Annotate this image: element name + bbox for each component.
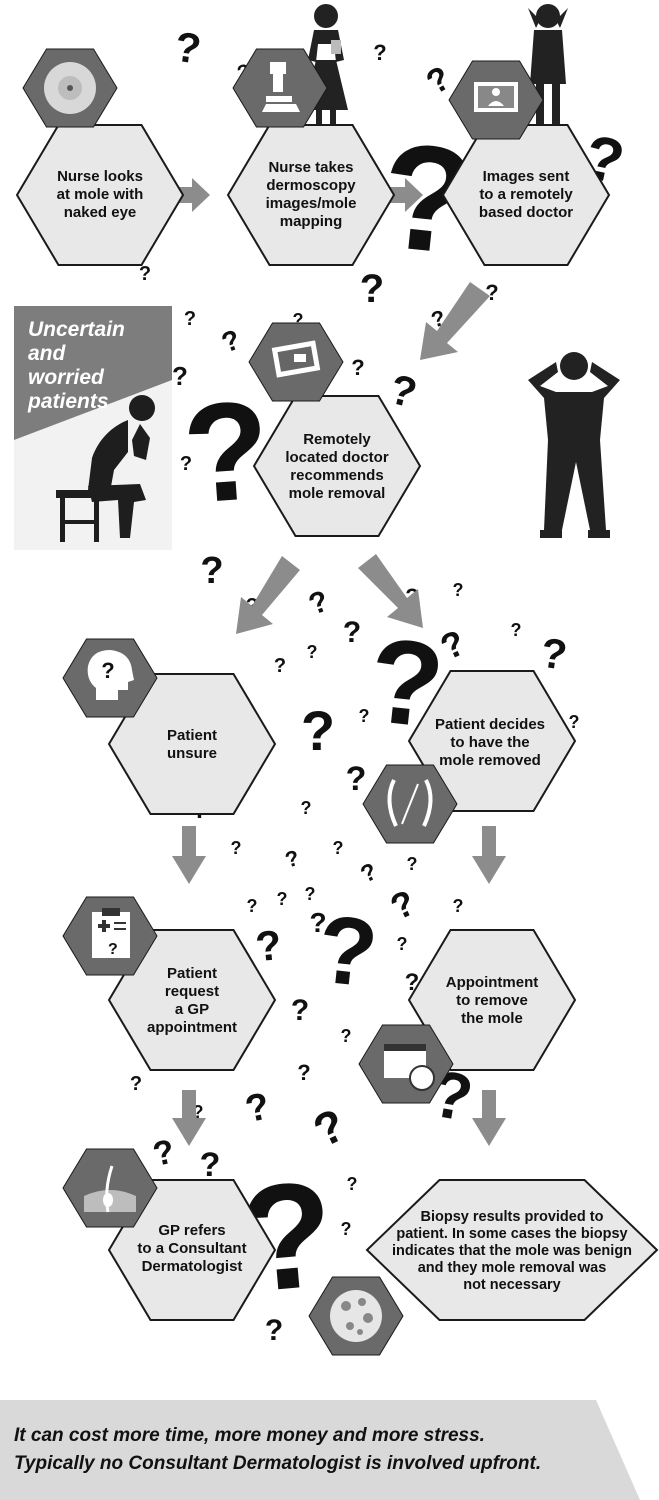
question-mark-42: ? [247, 896, 258, 916]
step-images-sent: Images sent to a remotely based doctor [478, 168, 574, 221]
step-patient-decides: Patient decides to have the mole removed [434, 716, 546, 769]
question-mark-18: ? [180, 453, 192, 475]
footer-line-2: Typically no Consultant Dermatologist is… [14, 1453, 542, 1474]
question-mark-19: ? [200, 550, 223, 592]
question-mark-54: ? [297, 1060, 310, 1085]
step-appointment-remove: Appointment to remove the mole [445, 974, 539, 1027]
question-mark-53: ? [341, 1026, 352, 1046]
question-mark-13: ? [485, 280, 498, 305]
question-mark-45: ? [309, 907, 326, 938]
question-mark-27: ? [307, 642, 318, 662]
step-nurse-looks: Nurse looks at mole with naked eye [56, 168, 144, 221]
step-request-gp: Patient request a GP appointment [147, 965, 237, 1036]
arrow-right-2 [385, 178, 423, 212]
question-mark-49: ? [453, 896, 464, 916]
question-mark-34: ? [569, 712, 580, 732]
question-mark-52: ? [291, 994, 309, 1027]
question-mark-36: ? [301, 798, 312, 818]
question-mark-39: ? [333, 838, 344, 858]
stressed-man-icon [528, 352, 620, 538]
question-mark-15: ? [172, 361, 188, 391]
question-mark-37: ? [231, 838, 242, 858]
question-mark-16: ? [178, 370, 274, 533]
arrow-split-left [236, 556, 300, 634]
question-mark-26: ? [274, 655, 286, 677]
question-mark-2: ? [373, 40, 386, 65]
question-mark-24: ? [453, 580, 464, 600]
arrow-right-1 [172, 178, 210, 212]
hexagon-biopsy-results [365, 1179, 659, 1321]
step-doctor-recommends: Remotely located doctor recommends mole … [285, 431, 389, 502]
question-mark-14: ? [351, 355, 364, 380]
step-biopsy-results: Biopsy results provided to patient. In s… [391, 1208, 633, 1293]
hexagon-appointment-remove [407, 929, 577, 1071]
arrow-down-2 [472, 826, 506, 884]
question-mark-22: ? [343, 616, 361, 649]
svg-text:?: ? [108, 941, 118, 958]
hair-follicle-icon [84, 1165, 136, 1213]
eye-icon [44, 62, 96, 114]
question-mark-50: ? [397, 934, 408, 954]
cells-icon [330, 1290, 382, 1342]
arrow-down-1 [172, 826, 206, 884]
microscope-icon [262, 62, 300, 112]
question-mark-55: ? [130, 1073, 142, 1095]
arrow-diagonal-to-doctor [420, 282, 490, 360]
question-mark-56: ? [193, 1102, 204, 1122]
question-mark-46: ? [313, 895, 383, 1008]
step-patient-unsure: Patient unsure [166, 727, 217, 762]
question-mark-6: ? [139, 263, 151, 285]
question-mark-33: ? [346, 760, 367, 798]
step-dermoscopy: Nurse takes dermoscopy images/mole mappi… [265, 159, 357, 230]
calendar-icon [384, 1044, 435, 1091]
question-mark-9: ? [184, 308, 196, 330]
question-mark-65: ? [265, 1314, 283, 1347]
step-gp-refers: GP refers to a Consultant Dermatologist [137, 1222, 247, 1275]
question-mark-43: ? [277, 889, 288, 909]
clipboard-icon: ? [92, 908, 130, 958]
question-mark-44: ? [305, 884, 316, 904]
question-mark-38: ? [282, 845, 301, 873]
question-mark-8: ? [360, 267, 384, 311]
question-mark-64: ? [341, 1219, 352, 1239]
question-mark-32: ? [359, 706, 370, 726]
question-mark-31: ? [301, 699, 335, 762]
laptop-icon [271, 340, 321, 378]
question-mark-25: ? [511, 620, 522, 640]
head-question-icon: ? [87, 650, 134, 700]
svg-text:?: ? [101, 658, 114, 683]
footer-line-1: It can cost more time, more money and mo… [14, 1425, 485, 1446]
question-mark-63: ? [347, 1174, 358, 1194]
arrow-split-right [358, 554, 423, 628]
arrow-down-4 [472, 1090, 506, 1146]
question-mark-47: ? [253, 921, 283, 970]
arrow-down-3 [172, 1090, 206, 1146]
question-mark-61: ? [200, 1146, 221, 1184]
panel-label: Uncertain and worried patients [28, 318, 125, 413]
stressed-woman-icon [528, 4, 568, 146]
monitor-icon [474, 82, 518, 112]
faces-icon [387, 779, 433, 827]
question-mark-41: ? [407, 854, 418, 874]
question-mark-10: ? [293, 310, 304, 330]
seated-person-icon [56, 395, 155, 542]
